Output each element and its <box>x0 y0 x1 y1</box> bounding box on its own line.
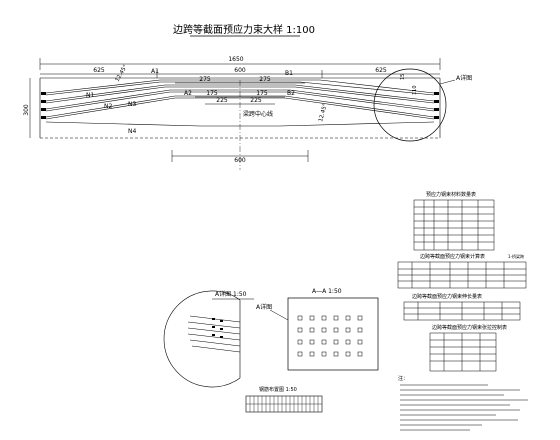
dim-left: 625 <box>93 67 105 74</box>
slope-right: 12.45° <box>318 103 329 123</box>
right-dim-2: 110 <box>412 85 418 95</box>
label-b1: B1 <box>285 70 293 77</box>
centerline-label: 梁跨中心线 <box>243 110 273 118</box>
detail-a-view: A详图 1:50 <box>163 290 254 388</box>
dim-right: 625 <box>375 67 387 74</box>
beam-elevation: 300 <box>23 77 441 139</box>
dim-total: 1650 <box>228 56 243 63</box>
dim-left-inner: 275 <box>199 76 211 83</box>
detail-a-title: A详图 1:50 <box>215 290 247 298</box>
label-b2: B2 <box>287 90 295 97</box>
dim-inner-d: 225 <box>250 97 262 104</box>
dim-inner-a: 175 <box>206 90 218 97</box>
dim-right-inner: 275 <box>259 76 271 83</box>
table-4: 边跨等截面预应力钢束张拉控制表 <box>429 324 507 372</box>
dim-inner-b: 175 <box>256 90 268 97</box>
table-3: 边跨等截面预应力钢束伸长量表 <box>403 293 521 321</box>
label-n4: N4 <box>128 128 136 135</box>
section-aa-title: A—A 1:50 <box>312 288 342 295</box>
plan-title: 钢筋布置图 1:50 <box>259 386 297 393</box>
table-2: 边跨等截面预应力钢束计算表 1-桥梁跨 <box>397 253 527 289</box>
table1-title: 预应力钢束材料数量表 <box>426 191 476 198</box>
table-1: 预应力钢束材料数量表 <box>413 191 495 251</box>
table2-unit: 1-桥梁跨 <box>508 253 524 259</box>
tendon-profiles <box>45 79 435 127</box>
notes-title: 注： <box>398 375 408 382</box>
slope-left: 12.45° <box>115 64 130 83</box>
section-aa-callout: A详图 <box>256 303 272 311</box>
label-n2: N2 <box>104 103 112 110</box>
right-dim-1: 15 <box>400 74 406 80</box>
dim-inner-c: 225 <box>216 97 228 104</box>
dim-height: 300 <box>23 104 30 116</box>
drawing-title: 边跨等截面预应力束大样 1:100 <box>173 23 315 36</box>
segment-dimensions: 625 600 625 <box>40 67 440 78</box>
label-a1: A1 <box>151 68 159 75</box>
reinforcement-plan: 钢筋布置图 1:50 <box>245 386 323 413</box>
detail-a-circle <box>373 68 447 142</box>
notes: 注： <box>398 375 528 431</box>
table3-title: 边跨等截面预应力钢束伸长量表 <box>412 293 482 300</box>
detail-a-callout: A详图 <box>456 74 472 82</box>
bottom-dimension: 600 <box>171 150 309 164</box>
label-n1: N1 <box>86 92 94 99</box>
dim-bottom: 600 <box>234 157 246 164</box>
section-a-a: A—A 1:50 A详图 <box>256 288 379 371</box>
label-a2: A2 <box>184 90 192 97</box>
overall-dimension: 1650 <box>39 56 441 70</box>
dim-middle: 600 <box>234 67 246 74</box>
table2-title: 边跨等截面预应力钢束计算表 <box>420 253 485 260</box>
table4-title: 边跨等截面预应力钢束张拉控制表 <box>432 324 507 331</box>
label-n3: N3 <box>128 101 136 108</box>
